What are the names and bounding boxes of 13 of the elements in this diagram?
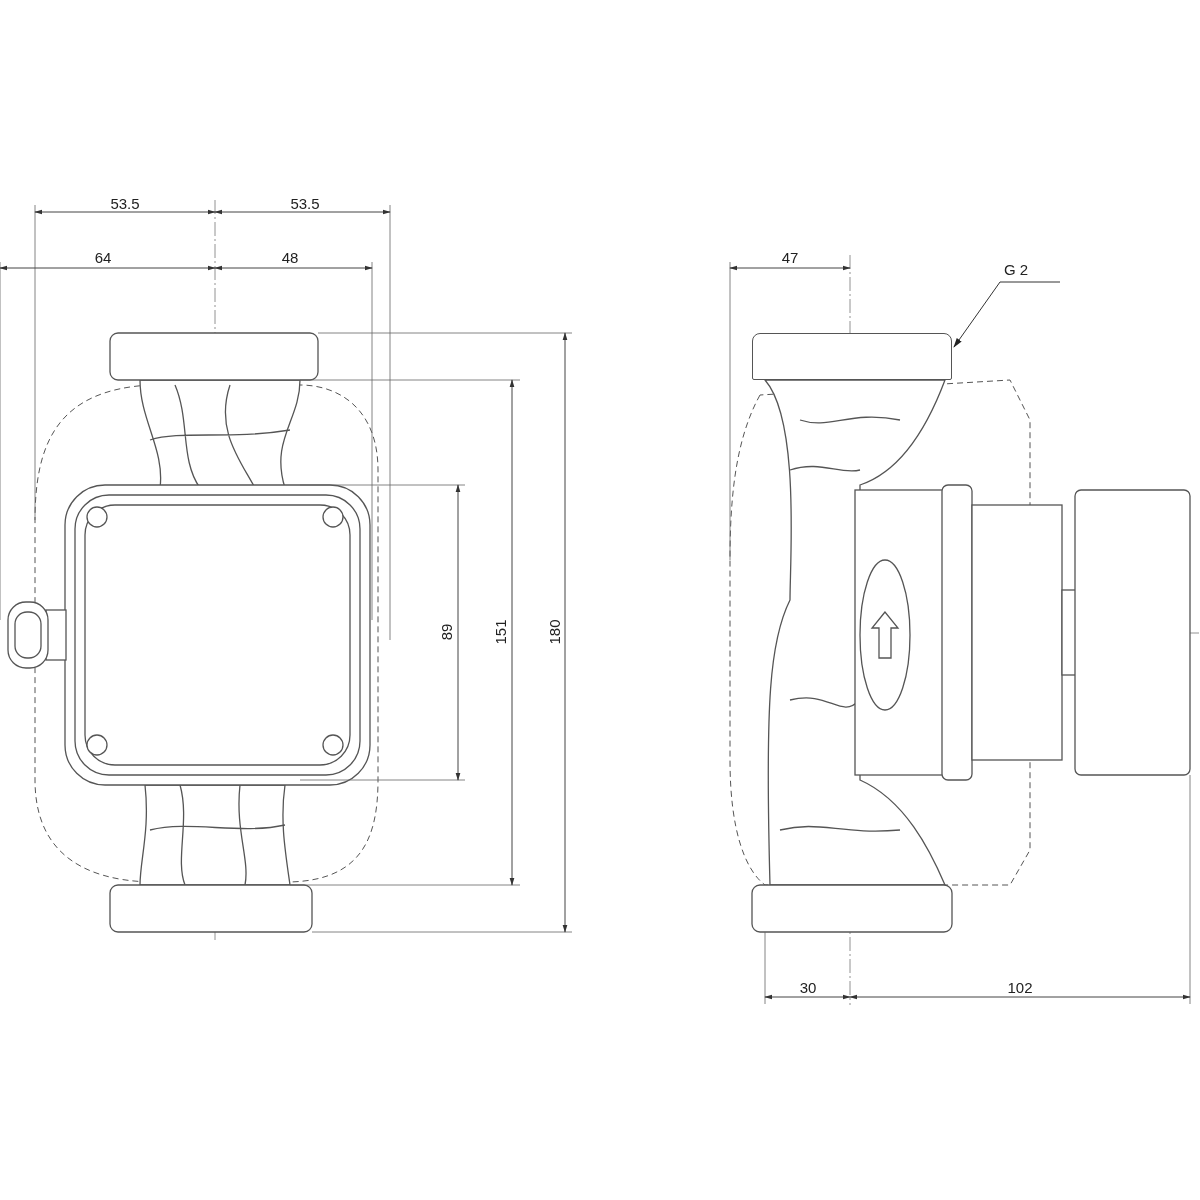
thread-size-label: G 2 [1004, 262, 1029, 277]
pump-flange [752, 333, 952, 380]
dimension-value: 102 [1007, 980, 1033, 995]
dimension-value: 53.5 [110, 196, 140, 211]
dimension-value: 53.5 [290, 196, 320, 211]
dimension-value: 64 [94, 250, 112, 265]
dimension-value: 30 [799, 980, 817, 995]
dimension-value: 180 [546, 619, 562, 645]
dimension-value: 89 [438, 623, 454, 641]
leader-line [953, 281, 1061, 348]
dimension-value: 47 [781, 250, 799, 265]
dimension-value: 151 [492, 619, 508, 645]
dimension-value: 48 [281, 250, 299, 265]
